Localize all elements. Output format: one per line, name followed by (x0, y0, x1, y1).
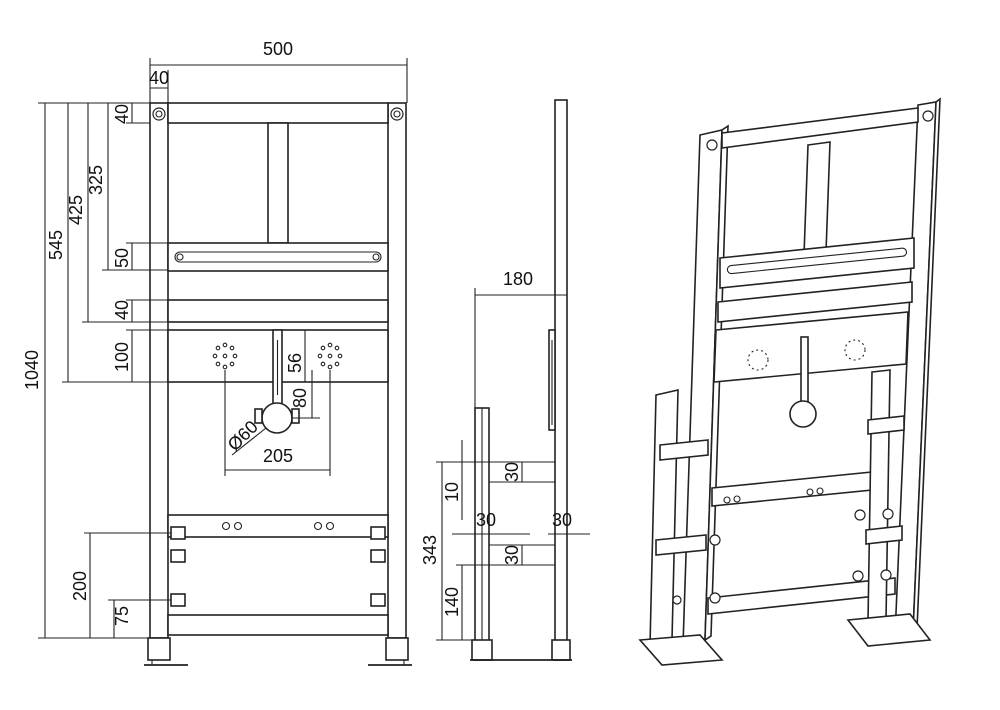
front-view: 500 40 1040 545 425 325 40 50 40 100 (22, 39, 412, 666)
dim-100: 100 (112, 342, 132, 372)
center-stud (267, 122, 289, 244)
left-foot (147, 637, 171, 661)
top-left-hole (152, 107, 166, 121)
iso-crossbar (719, 237, 915, 289)
iso-front-leg (649, 388, 679, 647)
iso-bolts (672, 508, 894, 605)
iso-top-rail (721, 107, 919, 149)
side-view: 180 343 10 140 30 30 30 30 (420, 99, 590, 661)
dim-top-40: 40 (112, 104, 132, 124)
dim-40-rail: 40 (112, 300, 132, 320)
dim-140: 140 (442, 587, 462, 617)
clamp-ear-right (291, 408, 300, 424)
dim-30-mid: 30 (502, 545, 522, 565)
right-foot (385, 637, 409, 661)
dim-343: 343 (420, 535, 440, 565)
clamp-ear-left (254, 408, 263, 424)
dim-56: 56 (285, 353, 305, 373)
dim-30-top: 30 (502, 462, 522, 482)
top-right-hole (390, 107, 404, 121)
dim-325: 325 (86, 165, 106, 195)
dim-overall-height: 1040 (22, 350, 42, 390)
iso-right-post (894, 101, 937, 638)
dim-180: 180 (503, 269, 533, 289)
dim-545: 545 (46, 230, 66, 260)
dim-80: 80 (290, 388, 310, 408)
dim-205: 205 (263, 446, 293, 466)
dim-200: 200 (70, 571, 90, 601)
lower-rail (167, 514, 389, 538)
top-rail (167, 102, 389, 124)
right-hole-pattern (317, 342, 343, 370)
dim-10: 10 (442, 482, 462, 502)
dim-overall-width: 500 (263, 39, 293, 59)
iso-panel (713, 311, 909, 383)
iso-pipe-clamp (789, 400, 817, 428)
dim-75: 75 (112, 606, 132, 626)
dim-30-right: 30 (552, 510, 572, 530)
iso-base-right (846, 613, 932, 647)
dim-50: 50 (112, 248, 132, 268)
dim-post-width: 40 (149, 68, 169, 88)
bottom-rail (167, 614, 389, 636)
slotted-crossbar (167, 242, 389, 272)
left-post (149, 102, 169, 639)
dim-30-left: 30 (476, 510, 496, 530)
right-post (387, 102, 407, 639)
dim-425: 425 (66, 195, 86, 225)
isometric-view (638, 97, 941, 666)
middle-rail (167, 299, 389, 323)
side-post (554, 99, 568, 661)
left-hole-pattern (212, 342, 238, 370)
iso-base-left (638, 634, 724, 666)
pipe-clamp (261, 402, 293, 434)
bolts (170, 526, 386, 607)
